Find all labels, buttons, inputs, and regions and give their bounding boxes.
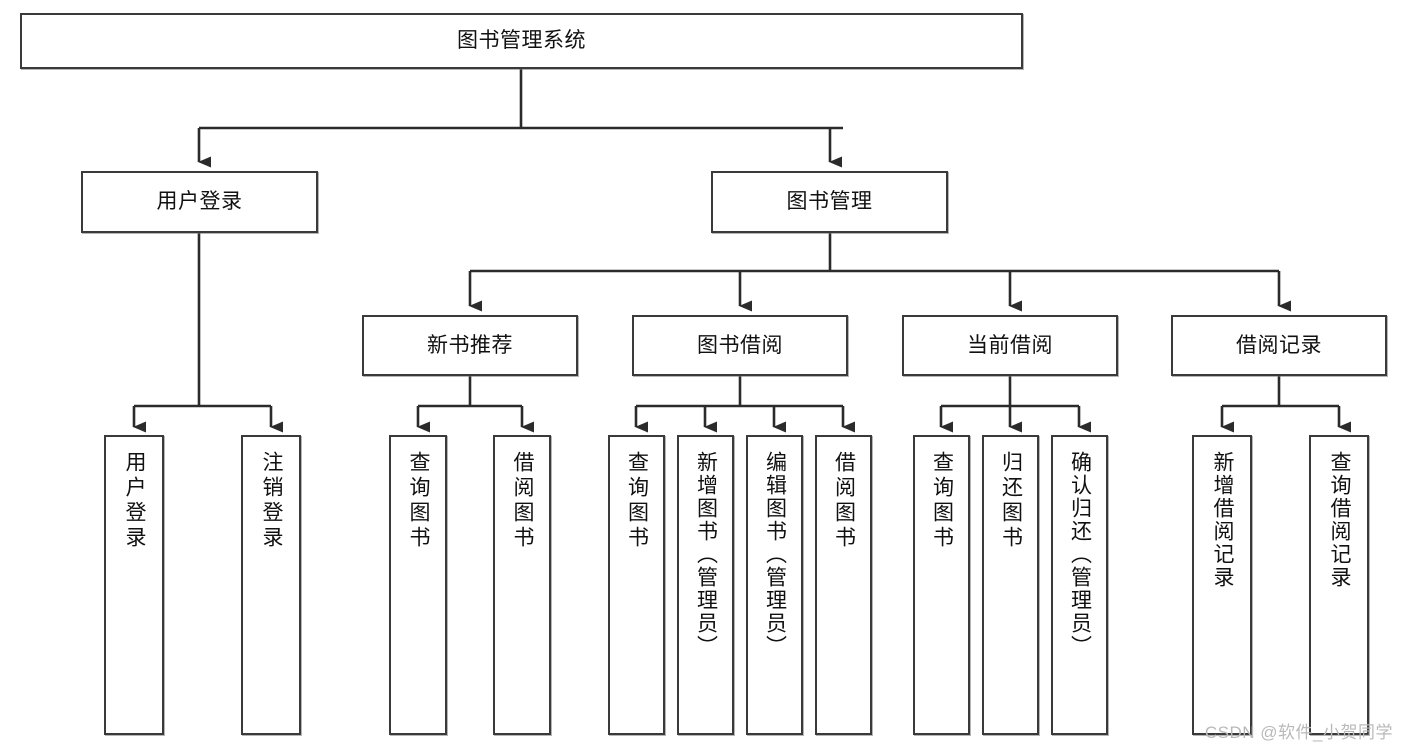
- node-book-management-label: 图书管理: [786, 190, 873, 214]
- leaf-label: 借阅图书: [511, 451, 535, 551]
- leaf-user-login-signin[interactable]: 用户登录: [104, 435, 164, 735]
- leaf-label: 查询图书: [625, 451, 649, 551]
- leaf-book-borrow-add[interactable]: 新增图书（管理员）: [677, 435, 734, 735]
- leaf-new-book-query[interactable]: 查询图书: [389, 435, 447, 735]
- leaf-current-borrow-confirm-return[interactable]: 确认归还（管理员）: [1051, 435, 1108, 735]
- leaf-borrow-record-add[interactable]: 新增借阅记录: [1192, 435, 1252, 735]
- leaf-label: 新增图书（管理员）: [694, 451, 718, 658]
- leaf-book-borrow-query[interactable]: 查询图书: [608, 435, 665, 735]
- node-book-borrow-label: 图书借阅: [697, 333, 783, 357]
- leaf-label: 编辑图书（管理员）: [763, 451, 787, 658]
- leaf-borrow-record-query[interactable]: 查询借阅记录: [1309, 435, 1369, 735]
- leaf-label: 用户登录: [123, 451, 147, 551]
- leaf-label: 归还图书: [999, 451, 1023, 551]
- node-borrow-record-label: 借阅记录: [1236, 333, 1322, 357]
- leaf-label: 查询图书: [930, 451, 954, 551]
- node-root-label: 图书管理系统: [457, 29, 586, 53]
- node-current-borrow-label: 当前借阅: [967, 333, 1053, 357]
- node-current-borrow[interactable]: 当前借阅: [902, 315, 1118, 376]
- leaf-label: 查询借阅记录: [1328, 451, 1352, 589]
- csdn-watermark: CSDN @软件_小贺同学: [1204, 723, 1393, 742]
- leaf-current-borrow-query[interactable]: 查询图书: [913, 435, 970, 735]
- leaf-book-borrow-borrow[interactable]: 借阅图书: [815, 435, 872, 735]
- leaf-label: 借阅图书: [832, 451, 856, 551]
- leaf-label: 注销登录: [260, 451, 284, 551]
- leaf-user-login-logout[interactable]: 注销登录: [241, 435, 301, 735]
- node-new-book-recommend-label: 新书推荐: [427, 333, 513, 357]
- node-user-login[interactable]: 用户登录: [81, 171, 318, 233]
- node-root-system[interactable]: 图书管理系统: [20, 13, 1023, 69]
- node-book-borrow[interactable]: 图书借阅: [632, 315, 848, 376]
- leaf-label: 新增借阅记录: [1211, 451, 1235, 589]
- leaf-book-borrow-edit[interactable]: 编辑图书（管理员）: [746, 435, 803, 735]
- leaf-new-book-borrow[interactable]: 借阅图书: [493, 435, 551, 735]
- leaf-current-borrow-return[interactable]: 归还图书: [982, 435, 1039, 735]
- node-book-management[interactable]: 图书管理: [711, 171, 948, 233]
- node-user-login-label: 用户登录: [156, 190, 243, 214]
- node-borrow-record[interactable]: 借阅记录: [1171, 315, 1387, 376]
- leaf-label: 确认归还（管理员）: [1068, 451, 1092, 658]
- leaf-label: 查询图书: [407, 451, 431, 551]
- node-new-book-recommend[interactable]: 新书推荐: [362, 315, 578, 376]
